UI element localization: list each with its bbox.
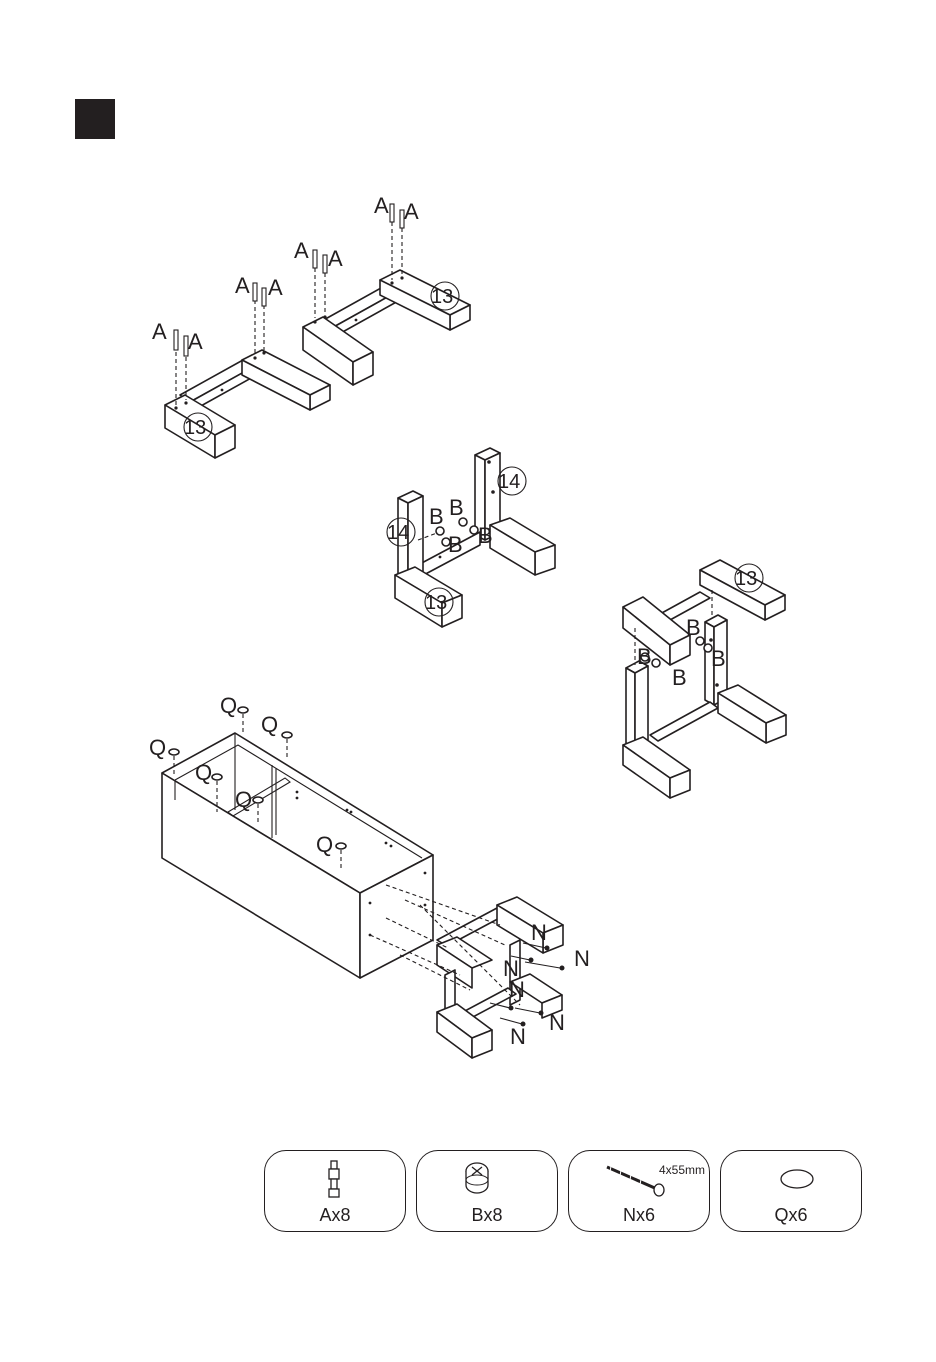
label-b: B [478,523,493,548]
label-b: B [686,615,701,640]
hardware-label: Ax8 [265,1205,405,1226]
label-a: A [374,193,389,218]
label-a: A [188,329,203,354]
leg-assembly-right [623,560,786,798]
label-a: A [328,246,343,271]
part-13-label: 13 [184,417,206,439]
label-n: N [549,1010,565,1035]
label-a: A [294,238,309,263]
label-a: A [235,273,250,298]
base-frame-left [165,350,330,458]
hardware-box-n: 4x55mm Nx6 [568,1150,710,1232]
cam-lock-icon [417,1151,557,1211]
label-b: B [672,665,687,690]
part-14-label: 14 [498,471,520,493]
part-13-label: 13 [425,592,447,614]
hardware-box-a: Ax8 [264,1150,406,1232]
label-a: A [268,275,283,300]
label-n: N [531,920,547,945]
label-b: B [637,644,652,669]
label-q: Q [235,787,252,812]
part-13-label: 13 [431,286,453,308]
label-n: N [509,977,525,1002]
hardware-label: Qx6 [721,1205,861,1226]
label-a: A [152,319,167,344]
label-q: Q [195,760,212,785]
hardware-label: Nx6 [569,1205,709,1226]
label-b: B [449,495,464,520]
screw-icon [569,1151,709,1211]
label-n: N [574,946,590,971]
hardware-box-q: Qx6 [720,1150,862,1232]
label-b: B [429,504,444,529]
label-b: B [448,532,463,557]
label-n: N [510,1024,526,1049]
screw-spec: 4x55mm [659,1163,705,1177]
part-13-label: 13 [735,568,757,590]
dowel-icon [265,1151,405,1211]
leg-assembly-middle [395,448,555,627]
label-q: Q [261,712,278,737]
label-a: A [404,199,419,224]
cap-icon [721,1151,861,1211]
label-q: Q [220,693,237,718]
label-q: Q [149,735,166,760]
part-14-label: 14 [387,522,409,544]
label-b: B [711,646,726,671]
label-q: Q [316,832,333,857]
hardware-box-b: Bx8 [416,1150,558,1232]
hardware-label: Bx8 [417,1205,557,1226]
